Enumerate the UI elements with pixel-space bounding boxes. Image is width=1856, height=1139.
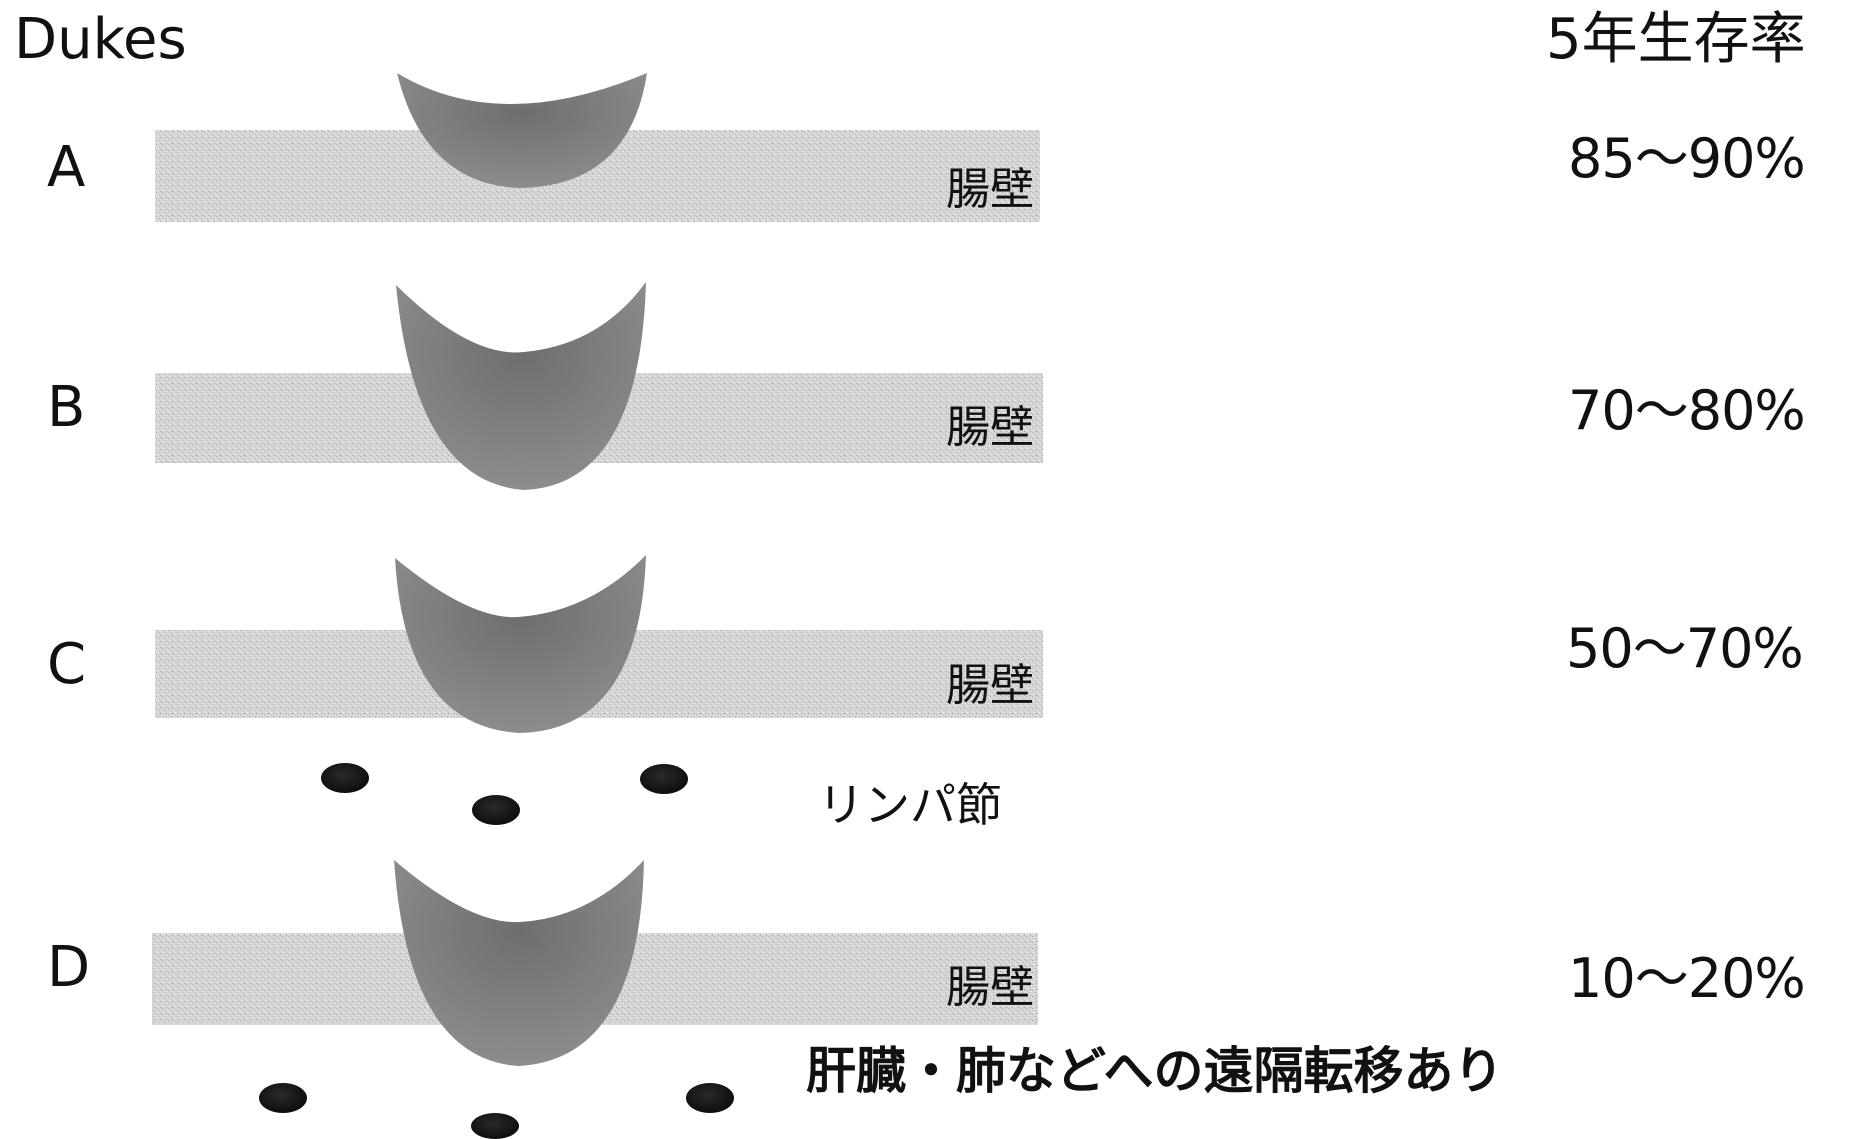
stage-c-wall-label: 腸壁 (946, 660, 1034, 711)
lymph-node-label: リンパ節 (818, 778, 1002, 832)
stage-b-wall-label: 腸壁 (946, 402, 1034, 453)
stage-c-survival-rate: 50～70% (1566, 617, 1804, 680)
stage-a-survival-rate: 85～90% (1568, 127, 1806, 190)
stage-d-lymph-node-left (259, 1083, 307, 1113)
stage-c-lymph-node-middle (472, 795, 520, 825)
stage-b-label: B (47, 375, 86, 440)
stage-c-lymph-node-right (640, 764, 688, 794)
dukes-header: Dukes (14, 7, 187, 72)
stage-d-lymph-node-middle (471, 1113, 519, 1139)
stage-b-survival-rate: 70～80% (1568, 379, 1806, 442)
distant-metastasis-label: 肝臓・肺などへの遠隔転移あり (806, 1042, 1504, 1100)
stage-a-tumor (397, 73, 647, 188)
stage-a-label: A (47, 135, 86, 200)
stage-a-wall-label: 腸壁 (946, 164, 1034, 215)
stage-c-lymph-node-left (321, 763, 369, 793)
stage-d-tumor (394, 860, 644, 1066)
stage-d-survival-rate: 10～20% (1568, 947, 1806, 1010)
stage-b-tumor (396, 282, 646, 490)
stage-d-label: D (47, 935, 91, 1000)
stage-d-lymph-node-right (686, 1083, 734, 1113)
stage-c-tumor (395, 555, 646, 733)
stage-d-wall-label: 腸壁 (946, 962, 1034, 1013)
stage-c-label: C (47, 632, 87, 697)
survival-rate-header: 5年生存率 (1546, 7, 1806, 72)
